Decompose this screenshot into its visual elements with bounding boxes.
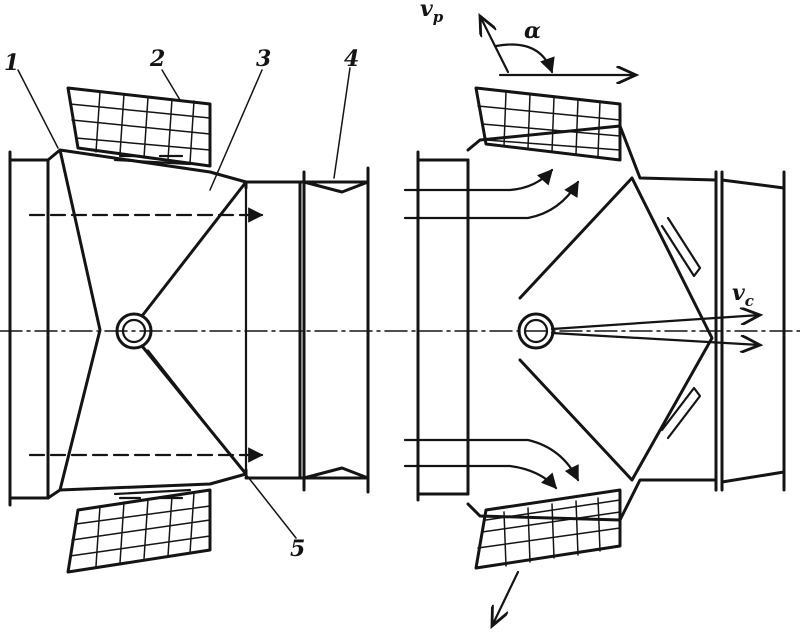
- leader-2: [161, 69, 181, 101]
- right-upper-louver: [474, 86, 622, 162]
- left-lower-shroud: [46, 468, 248, 500]
- symbol-vc: vc: [732, 280, 754, 310]
- right-cone-plate-bottom: [660, 386, 702, 440]
- leader-4: [333, 67, 351, 179]
- label-4: 4: [344, 46, 359, 72]
- vp-arrow-up: [480, 16, 510, 74]
- symbol-alpha: α: [524, 18, 541, 44]
- symbol-vp: vp: [420, 0, 444, 26]
- right-inlet-pipe: [416, 150, 470, 502]
- right-jet-line-2: [550, 331, 760, 345]
- right-inflow-bottom-1: [403, 438, 580, 482]
- right-hub-inner: [523, 318, 549, 344]
- right-inner-cone: [518, 176, 714, 482]
- left-strut-2: [140, 180, 248, 318]
- left-strut-1: [58, 148, 102, 492]
- left-unit: [8, 67, 370, 574]
- left-upper-louver: [66, 86, 212, 168]
- label-2: 2: [149, 46, 165, 72]
- left-outlet-section: [244, 180, 302, 480]
- right-inflow-bottom-2: [403, 464, 558, 490]
- label-3: 3: [256, 46, 271, 72]
- leader-5: [147, 349, 297, 539]
- left-diffuser: [298, 166, 370, 494]
- left-hub-inner: [121, 318, 147, 344]
- left-hub-outer: [115, 312, 153, 350]
- left-inlet-pipe: [8, 150, 50, 507]
- alpha-angle-arc: [494, 43, 555, 74]
- right-inflow-top-2: [403, 180, 580, 220]
- right-hub-outer: [517, 312, 555, 350]
- right-jet-line-1: [550, 315, 760, 331]
- left-lower-louver: [66, 488, 212, 574]
- right-unit: [403, 16, 786, 626]
- vp-arrow-down: [492, 570, 520, 626]
- right-cone-plate-top: [660, 216, 702, 278]
- left-upper-shroud: [46, 148, 248, 190]
- right-inflow-top-1: [403, 168, 554, 192]
- label-5: 5: [290, 536, 305, 562]
- right-lower-shroud: [466, 478, 718, 522]
- leader-3: [209, 69, 263, 191]
- leader-1: [17, 69, 59, 149]
- right-outlet-section: [714, 170, 786, 492]
- right-lower-louver: [474, 488, 622, 570]
- label-1: 1: [4, 50, 19, 76]
